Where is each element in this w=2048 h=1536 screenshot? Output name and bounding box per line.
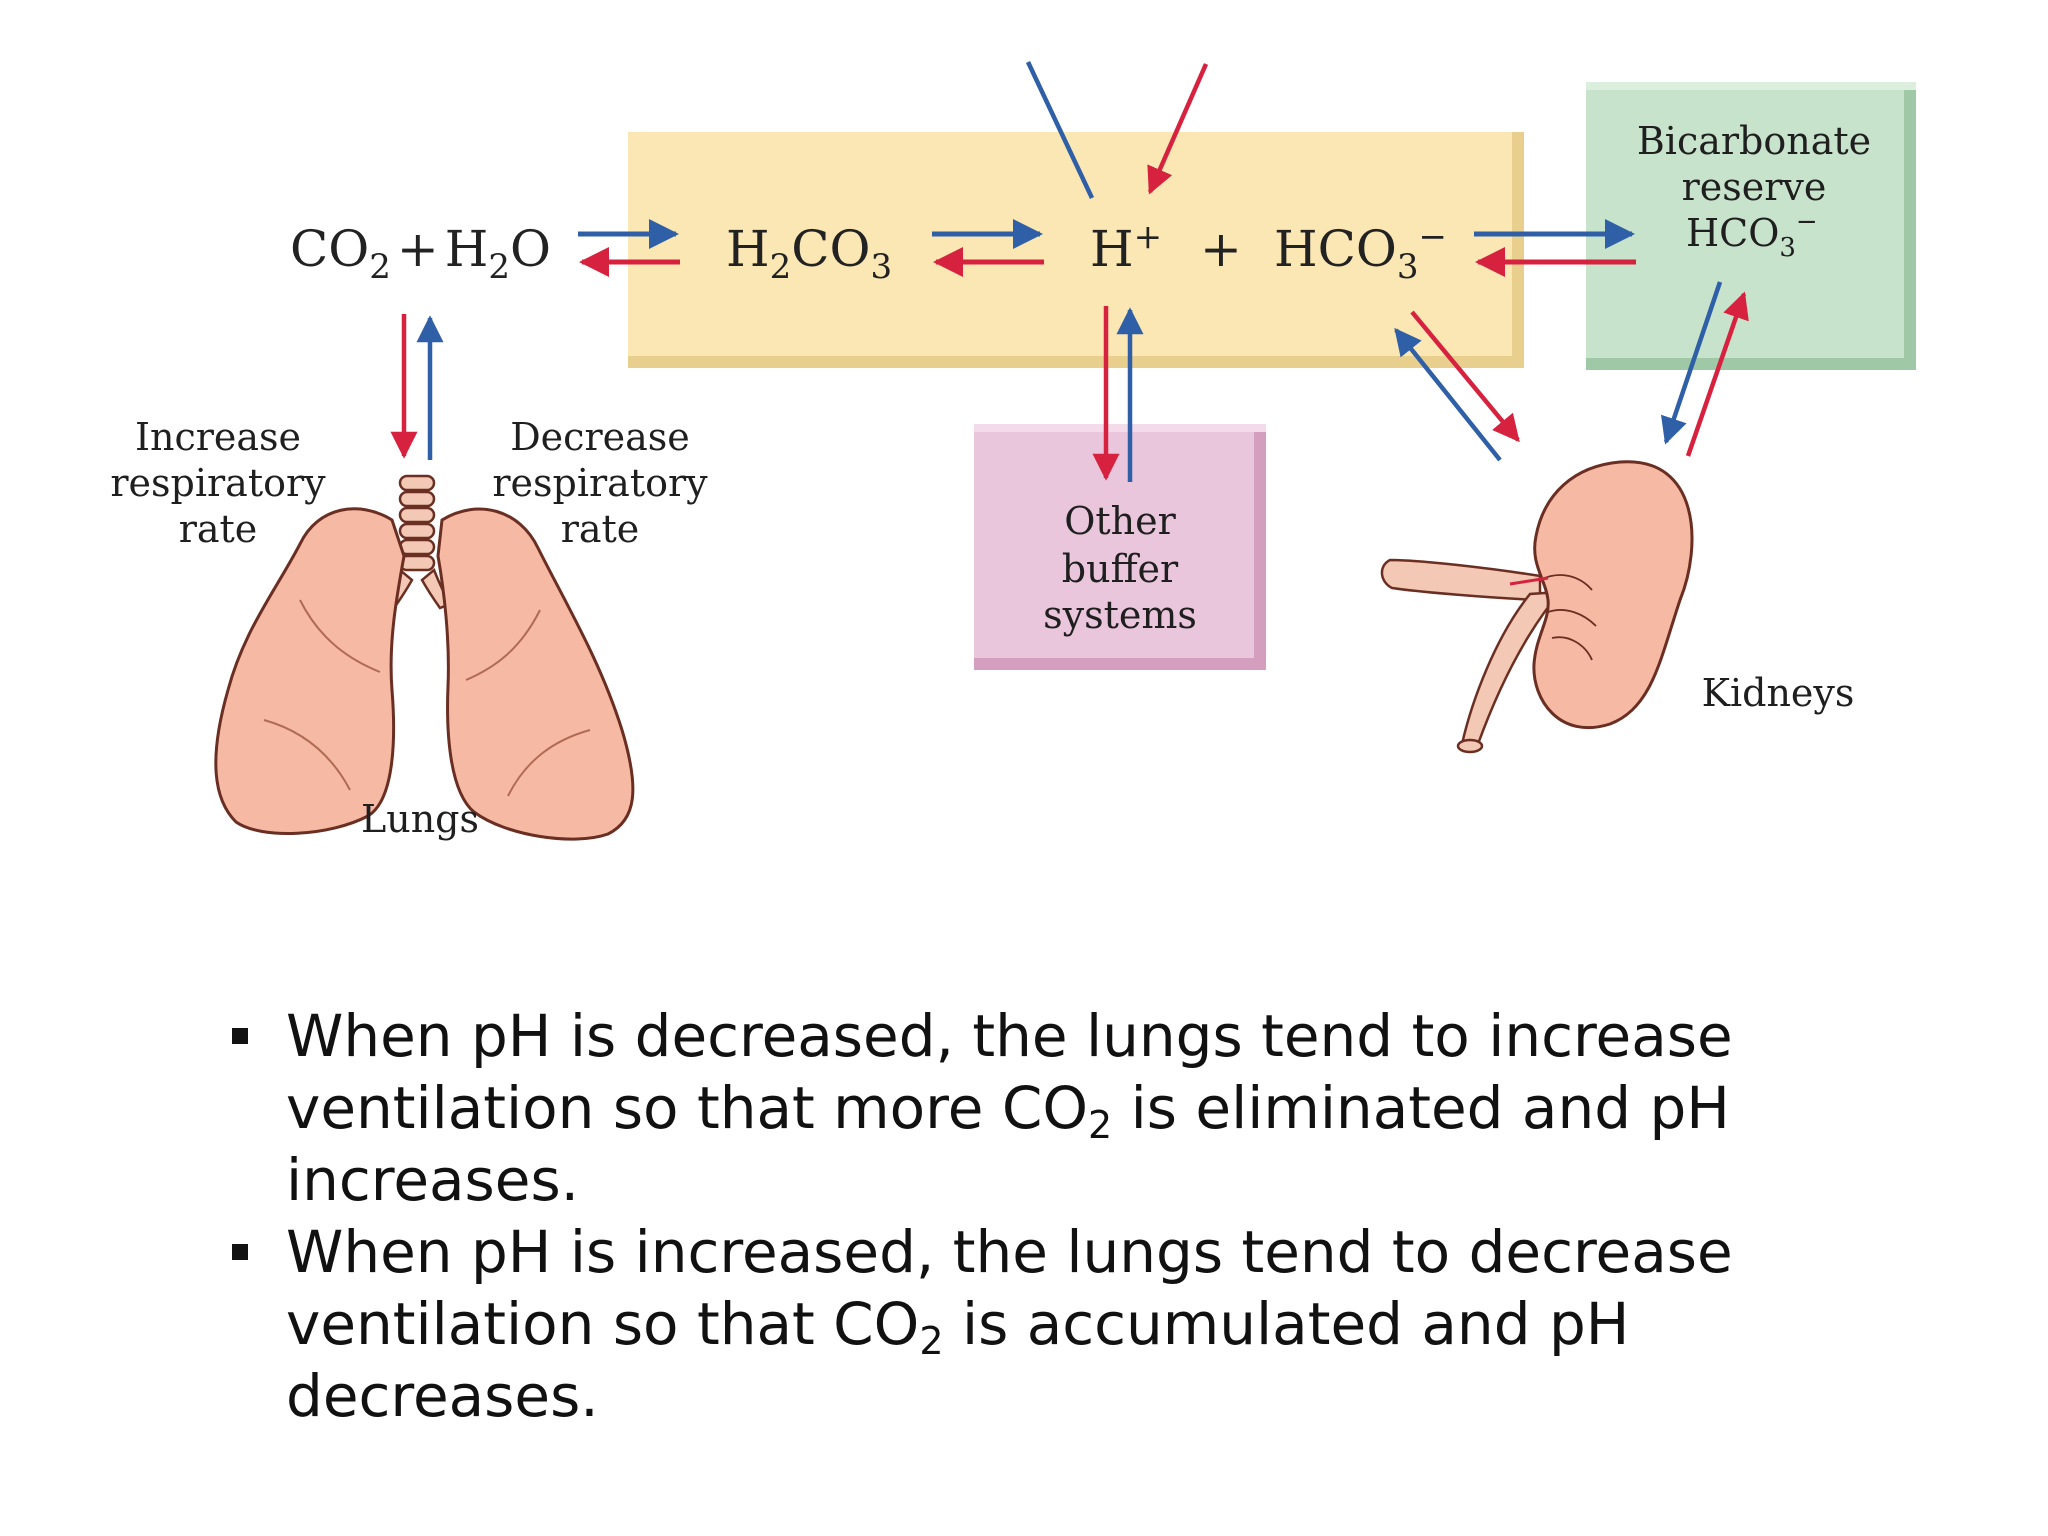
buffer-line-3: systems [1043, 593, 1197, 637]
bicarbonate-reserve-box [1586, 82, 1916, 370]
top-input-arrows [1025, 61, 1209, 199]
buffer-line-1: Other [1064, 499, 1176, 543]
bullet-text-end: is accumulated and pH decreases. [286, 1290, 1630, 1430]
lung-arrows [390, 314, 444, 460]
kidney-bicarbonate-arrows [1394, 310, 1520, 462]
equilibrium-arrow-2 [932, 219, 1044, 277]
plus-sign: + [1200, 220, 1242, 278]
bullet-text: When pH is increased, the lungs tend to … [286, 1218, 1733, 1358]
bullet-marker [232, 1244, 248, 1260]
buffer-line-2: buffer [1062, 547, 1179, 591]
bullet-subscript: 2 [919, 1319, 944, 1363]
acid-base-diagram: CO2+H2O H2CO3 H+ + HCO3− [110, 61, 1916, 841]
svg-text:rate: rate [561, 507, 640, 551]
equilibrium-arrow-1 [578, 219, 680, 277]
svg-text:Decrease: Decrease [510, 415, 690, 459]
equation: CO2+H2O H2CO3 H+ + HCO3− [290, 217, 1447, 287]
svg-text:Increase: Increase [135, 415, 301, 459]
kidney-reserve-arrows [1660, 281, 1749, 457]
reserve-line-2: reserve [1682, 165, 1827, 209]
svg-text:rate: rate [179, 507, 258, 551]
co2-label: CO2+H2O [290, 220, 551, 287]
hydrogen-ion-label: H+ [1090, 217, 1162, 278]
carbonic-acid-label: H2CO3 [726, 220, 892, 287]
bullet-list: When pH is decreased, the lungs tend to … [222, 1000, 1942, 1432]
bullet-marker [232, 1028, 248, 1044]
kidney-illustration [1380, 460, 1694, 754]
other-buffer-box [974, 424, 1266, 670]
lungs-label: Lungs [361, 797, 479, 841]
kidney [1532, 460, 1694, 730]
bullet-item: When pH is increased, the lungs tend to … [222, 1216, 1942, 1432]
bicarbonate-label: HCO3− [1274, 217, 1447, 287]
reserve-line-3: HCO3− [1686, 207, 1818, 263]
bullet-subscript: 2 [1088, 1103, 1113, 1147]
right-lung [436, 507, 635, 841]
bullet-item: When pH is decreased, the lungs tend to … [222, 1000, 1942, 1216]
decrease-respiratory-label: Decrease respiratory rate [492, 415, 708, 551]
buffer-box-text: Other buffer systems [1043, 499, 1197, 637]
kidneys-label: Kidneys [1702, 671, 1855, 715]
bullet-text: When pH is decreased, the lungs tend to … [286, 1002, 1733, 1142]
lungs-illustration [214, 474, 635, 841]
reserve-line-1: Bicarbonate [1637, 119, 1871, 163]
increase-respiratory-label: Increase respiratory rate [110, 415, 326, 551]
svg-text:respiratory: respiratory [110, 461, 326, 505]
reserve-box-text: Bicarbonate reserve HCO3− [1637, 119, 1871, 263]
svg-text:respiratory: respiratory [492, 461, 708, 505]
carbonic-acid-box [628, 132, 1524, 368]
buffer-arrows [1092, 306, 1144, 482]
equilibrium-arrow-reserve [1474, 219, 1636, 277]
left-lung [214, 507, 406, 835]
bullet-text-end: is eliminated and pH increases. [286, 1074, 1730, 1214]
